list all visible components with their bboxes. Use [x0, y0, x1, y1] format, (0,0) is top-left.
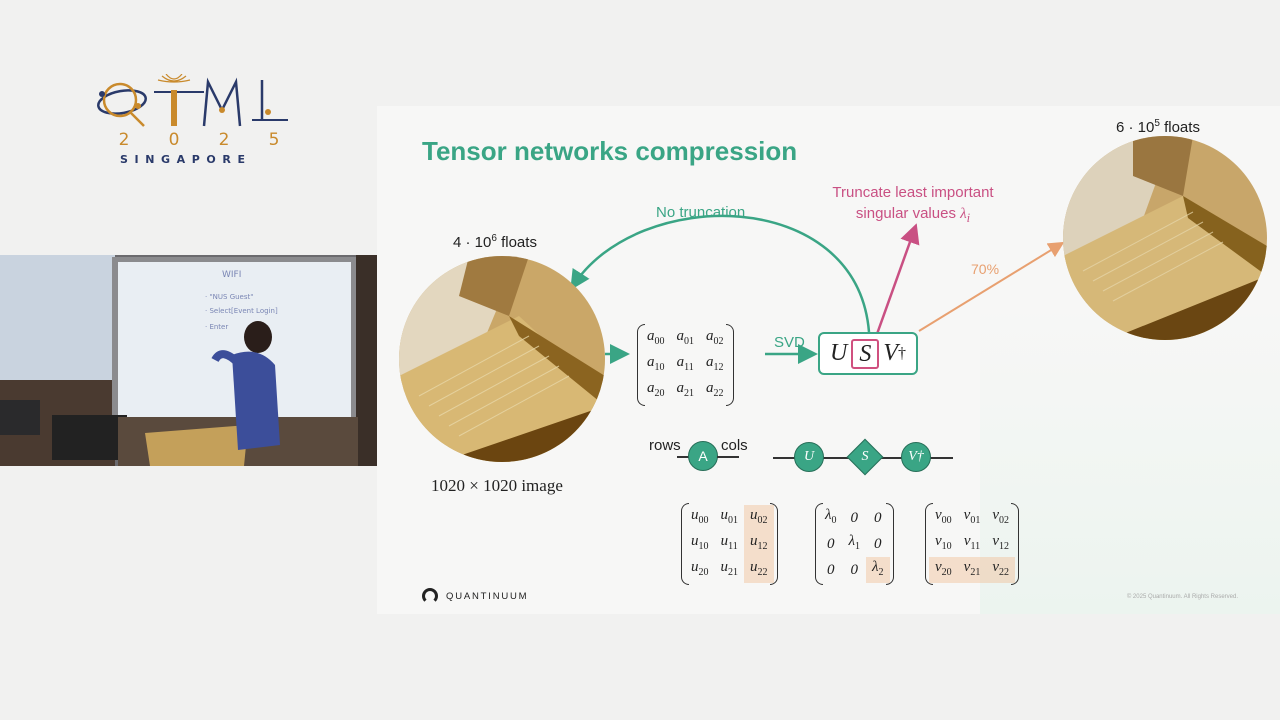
presentation-slide: Tensor networks compression 4 · 106 floa… [377, 106, 1280, 614]
svd-label: SVD [774, 334, 805, 351]
usv-decomposition: U S V† [818, 332, 918, 375]
tensor-node-v-dagger: V† [901, 442, 931, 472]
slide-background-gradient [980, 306, 1280, 614]
conference-city: SINGAPORE [120, 153, 252, 166]
svg-text:· Select[Event Login]: · Select[Event Login] [205, 307, 278, 315]
speaker-video-feed[interactable]: WIFI · "NUS Guest" · Select[Event Login]… [0, 255, 377, 466]
conference-year: 2 0 2 5 [118, 130, 280, 150]
image-size-caption: 1020 × 1020 image [431, 476, 563, 495]
svg-text:WIFI: WIFI [222, 270, 241, 280]
original-float-count: 4 · 106 floats [453, 233, 537, 251]
compressed-image [1063, 136, 1267, 340]
qtml-logo [97, 74, 288, 127]
compression-percent: 70% [971, 261, 1000, 277]
copyright-notice: © 2025 Quantinuum. All Rights Reserved. [1126, 594, 1238, 600]
slide-title: Tensor networks compression [422, 136, 798, 166]
cols-label: cols [721, 437, 748, 454]
truncation-label: Truncate least important singular values… [832, 184, 994, 225]
cols-edge [717, 456, 739, 458]
rows-label: rows [649, 437, 681, 454]
rows-edge [677, 456, 691, 458]
tensor-node-u: U [794, 442, 824, 472]
original-image [399, 256, 605, 462]
svg-text:· Enter: · Enter [205, 323, 228, 331]
no-truncation-label: No truncation [656, 204, 746, 221]
quantinuum-logo: QUANTINUUM [422, 588, 528, 604]
quantinuum-icon [422, 588, 438, 604]
svg-text:· "NUS Guest": · "NUS Guest" [205, 293, 253, 301]
singular-values-box: S [851, 338, 880, 369]
tensor-node-a: A [688, 441, 718, 471]
diagram-arrows [570, 214, 1065, 364]
compressed-float-count: 6 · 105 floats [1116, 118, 1200, 136]
tensor-node-s-label: S [861, 449, 869, 464]
